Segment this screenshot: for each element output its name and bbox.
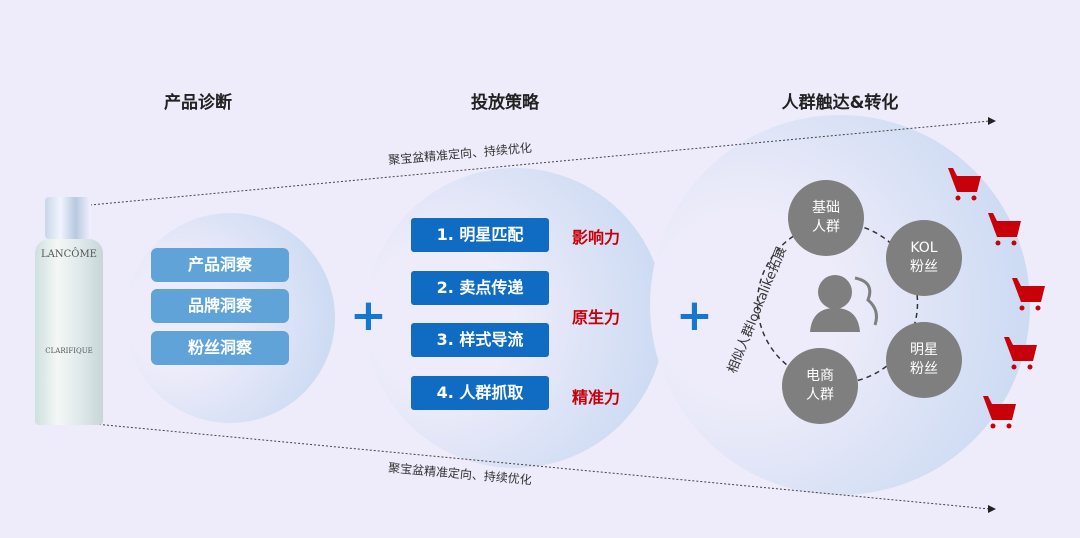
audience-ecommerce: 电商 人群 (782, 348, 858, 424)
plus-icon: + (350, 290, 387, 341)
bottom-arrowhead-icon (988, 505, 996, 513)
product-name: CLARIFIQUE (45, 347, 93, 355)
header-diagnosis: 产品诊断 (164, 93, 232, 113)
power-native: 原生力 (572, 308, 621, 327)
audience-basic: 基础 人群 (788, 180, 864, 256)
top-dotted-line (89, 120, 991, 206)
power-influence: 影响力 (572, 228, 621, 247)
insight-brand: 品牌洞察 (151, 289, 289, 323)
insight-fans: 粉丝洞察 (151, 331, 289, 365)
step-star-match: 1. 明星匹配 (411, 218, 549, 252)
bottom-dotted-line (94, 423, 991, 510)
header-strategy: 投放策略 (471, 93, 539, 113)
cart-icons (948, 168, 1045, 429)
insight-product: 产品洞察 (151, 248, 289, 282)
plus-icon: + (676, 290, 713, 341)
header-reach: 人群触达&转化 (781, 93, 899, 113)
audience-star-fans: 明星 粉丝 (886, 322, 962, 398)
step-selling-point: 2. 卖点传递 (411, 271, 549, 305)
product-bottle: LANCÔME CLARIFIQUE (35, 197, 103, 425)
power-precision: 精准力 (572, 388, 621, 407)
audience-kol-fans: KOL 粉丝 (886, 220, 962, 296)
top-arrowhead-icon (988, 117, 996, 125)
step-style-traffic: 3. 样式导流 (411, 323, 549, 357)
brand-logo: LANCÔME (40, 249, 97, 260)
person-group-icon (810, 275, 878, 332)
step-audience-capture: 4. 人群抓取 (411, 376, 549, 410)
